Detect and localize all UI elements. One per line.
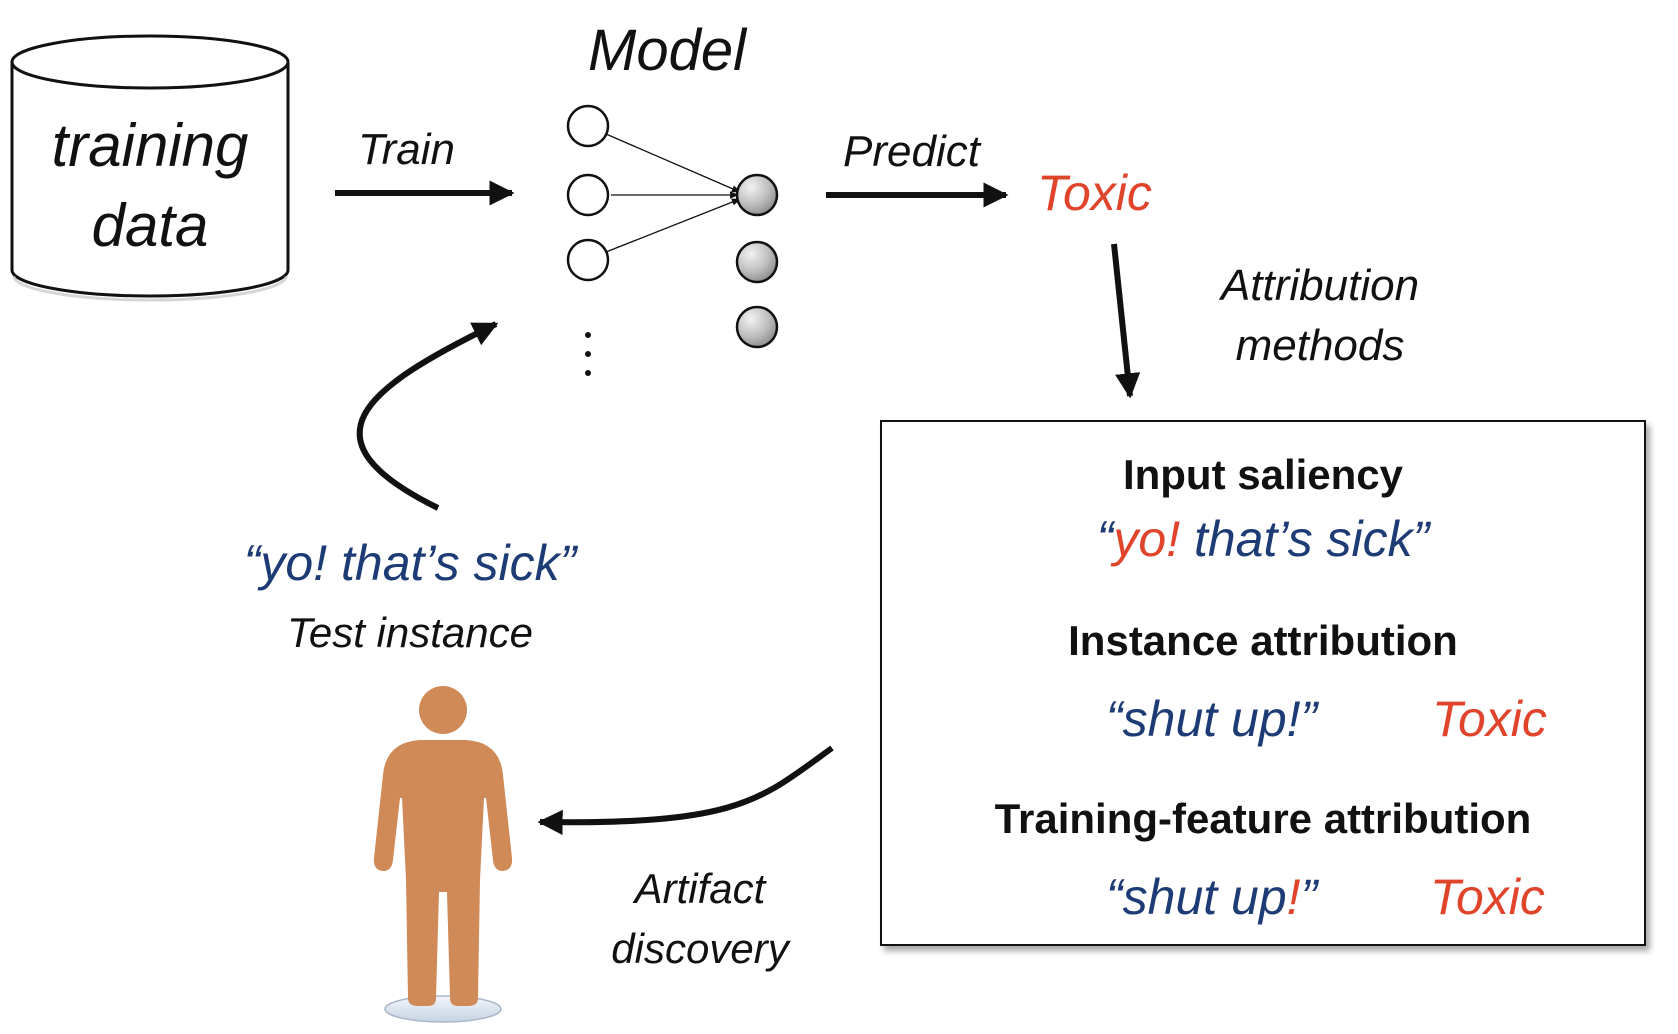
train-label: Train	[358, 125, 455, 174]
instance-attribution-label: Toxic	[1432, 691, 1547, 747]
database-cylinder-icon	[10, 34, 290, 302]
attribution-arrow	[1111, 243, 1141, 399]
model-title: Model	[588, 18, 746, 83]
neural-network-icon	[566, 104, 779, 376]
attribution-methods-line1: Attribution	[1220, 261, 1420, 310]
database-label-line1: training	[51, 112, 249, 179]
training-feature-quote: “shut up!”	[1106, 872, 1317, 922]
training-feature-quote-end: ”	[1300, 869, 1318, 925]
saliency-open-quote: “	[1096, 511, 1114, 567]
test-instance-quote: “yo! that’s sick”	[243, 535, 577, 591]
instance-attribution-quote: “shut up!”	[1106, 691, 1318, 747]
instance-attribution-heading: Instance attribution	[1068, 617, 1458, 664]
attribution-methods-line2: methods	[1235, 321, 1405, 370]
input-saliency-heading: Input saliency	[1122, 451, 1404, 498]
training-feature-quote-start: “shut up	[1106, 869, 1287, 925]
database-label-line2: data	[91, 192, 209, 259]
training-feature-heading: Training-feature attribution	[994, 795, 1532, 842]
saliency-highlight: yo!	[1113, 511, 1181, 567]
artifact-discovery-arrow	[537, 745, 834, 835]
input-saliency-quote: “yo! that’s sick”	[882, 514, 1644, 564]
attribution-methods-box: Input saliency “yo! that’s sick” Instanc…	[880, 420, 1646, 946]
saliency-rest: that’s sick”	[1180, 511, 1430, 567]
training-feature-label: Toxic	[1430, 869, 1545, 925]
prediction-label: Toxic	[1037, 165, 1152, 221]
artifact-discovery-line1: Artifact	[634, 865, 766, 912]
test-instance-caption: Test instance	[287, 609, 533, 656]
training-feature-highlight: !	[1286, 869, 1301, 925]
predict-label: Predict	[843, 127, 980, 176]
person-icon	[373, 686, 513, 1023]
test-to-model-arrow	[356, 321, 499, 511]
artifact-discovery-line2: discovery	[611, 925, 789, 972]
